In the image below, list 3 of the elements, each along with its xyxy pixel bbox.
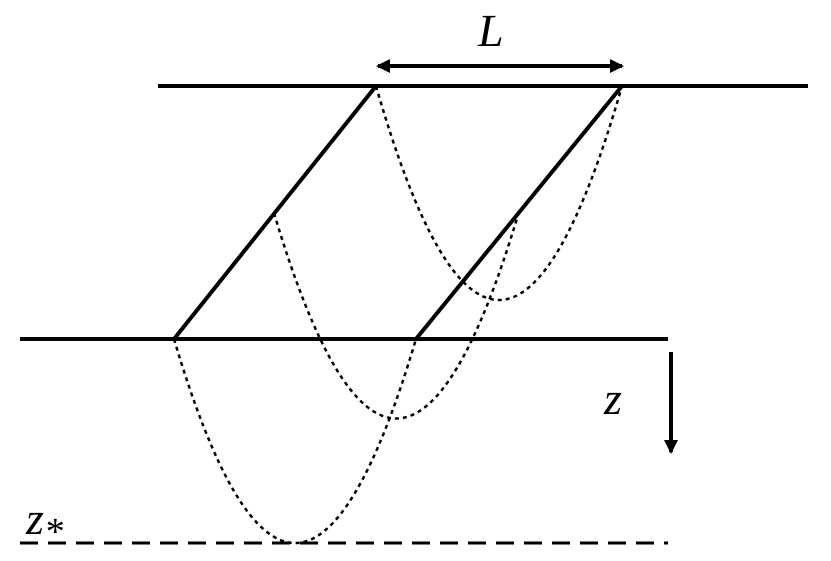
depth-label: z$_{*}$ [26, 496, 64, 552]
dimension-label: L [478, 8, 504, 54]
axis-label: z [604, 376, 622, 422]
